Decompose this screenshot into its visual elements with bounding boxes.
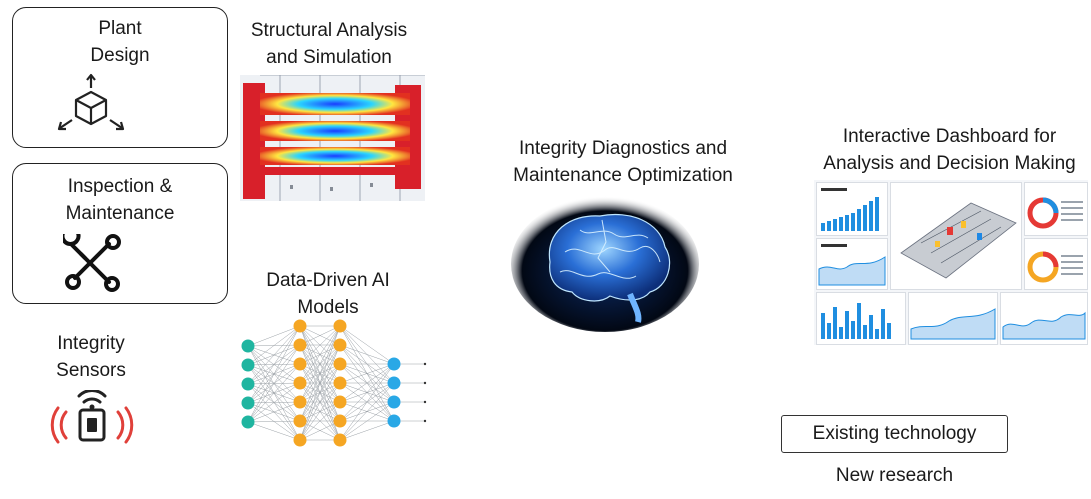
nn-edge <box>247 325 301 423</box>
nn-edge <box>299 420 341 441</box>
dashboard-screenshot <box>814 180 1088 345</box>
nn-edge <box>339 401 395 441</box>
nn-input-node <box>241 358 255 372</box>
dashboard-panel-bars-top <box>816 182 888 236</box>
nn-edge <box>299 325 341 441</box>
nn-output-node <box>387 357 401 371</box>
integrity-sensors-label: Integrity Sensors <box>14 330 168 384</box>
dashboard-panel-area-bottom-2 <box>1000 292 1088 345</box>
plant-design-line2: Design <box>90 45 150 66</box>
diagnostics-line2: Maintenance Optimization <box>513 165 733 186</box>
nn-output-dot <box>423 381 427 385</box>
dashboard-panel-area-bottom-1 <box>908 292 998 345</box>
nn-hidden-node <box>333 414 347 428</box>
sensors-line1: Integrity <box>57 333 125 354</box>
plant-design-label: Plant Design <box>12 15 228 69</box>
diagnostics-line1: Integrity Diagnostics and <box>518 138 728 159</box>
nn-output-dot <box>423 362 427 366</box>
ai-models-line1: Data-Driven AI <box>266 270 390 291</box>
nn-edge <box>247 325 301 347</box>
nn-edge <box>247 325 301 385</box>
nn-hidden-node <box>333 376 347 390</box>
nn-edge <box>247 325 301 366</box>
new-research-legend: New research <box>835 465 954 486</box>
nn-edge <box>247 401 301 423</box>
nn-edge <box>247 344 301 423</box>
nn-edge <box>339 363 395 422</box>
ai-models-line2: Models <box>297 297 359 318</box>
nn-edge <box>299 382 341 441</box>
nn-edge <box>247 363 301 423</box>
structural-line1: Structural Analysis <box>250 20 408 41</box>
nn-hidden-node <box>333 338 347 352</box>
nn-hidden-node <box>333 357 347 371</box>
nn-edge <box>299 325 341 403</box>
nn-edge <box>299 363 341 441</box>
dashboard-title: Interactive Dashboard for Analysis and D… <box>808 123 1091 177</box>
inspection-label: Inspection & Maintenance <box>12 173 228 227</box>
nn-edge <box>299 325 341 422</box>
dashboard-line2: Analysis and Decision Making <box>823 153 1076 174</box>
glowing-brain-image <box>511 196 699 332</box>
nn-edge <box>339 363 395 384</box>
neural-network-diagram <box>241 319 427 447</box>
nn-output-dot <box>423 400 427 404</box>
nn-edge <box>339 420 395 441</box>
inspection-line2: Maintenance <box>65 203 175 224</box>
nn-edge <box>299 401 341 441</box>
nn-edge <box>339 363 395 403</box>
structural-simulation-image <box>240 75 425 201</box>
ai-models-title: Data-Driven AI Models <box>228 267 428 321</box>
nn-hidden-node <box>293 395 307 409</box>
nn-edge <box>247 382 301 423</box>
nn-input-node <box>241 415 255 429</box>
wireless-sensor-icon <box>50 390 134 444</box>
cube-axes-icon <box>57 73 125 131</box>
nn-hidden-node <box>333 319 347 333</box>
nn-hidden-node <box>293 338 307 352</box>
dashboard-panel-bars-bottom <box>816 292 906 345</box>
dashboard-panel-donut-1 <box>1024 182 1088 236</box>
nn-edge <box>247 421 301 441</box>
nn-edge <box>299 325 341 346</box>
nn-hidden-node <box>293 433 307 447</box>
nn-edge <box>299 344 341 441</box>
nn-edge <box>247 325 301 404</box>
nn-input-node <box>241 339 255 353</box>
crossed-wrenches-icon <box>63 234 121 292</box>
nn-output-node <box>387 414 401 428</box>
nn-edge <box>339 325 395 365</box>
dashboard-panel-3d-plant <box>890 182 1022 290</box>
diagnostics-title: Integrity Diagnostics and Maintenance Op… <box>488 135 758 189</box>
nn-edge <box>339 382 395 441</box>
plant-design-box <box>12 7 228 148</box>
nn-edge <box>299 325 341 384</box>
structural-line2: and Simulation <box>266 47 392 68</box>
inspection-line1: Inspection & <box>67 176 173 197</box>
nn-edge <box>247 420 301 423</box>
nn-edge <box>299 325 341 365</box>
nn-hidden-node <box>333 395 347 409</box>
nn-edge <box>339 363 395 441</box>
nn-hidden-node <box>293 414 307 428</box>
dashboard-line1: Interactive Dashboard for <box>842 126 1057 147</box>
dashboard-panel-area-top <box>816 238 888 290</box>
nn-edge <box>339 344 395 365</box>
nn-output-node <box>387 395 401 409</box>
inspection-maintenance-box <box>12 163 228 304</box>
dashboard-panel-donut-2 <box>1024 238 1088 290</box>
nn-output-dot <box>423 419 427 423</box>
sensors-line2: Sensors <box>56 360 126 381</box>
existing-technology-legend: Existing technology <box>781 415 1008 453</box>
nn-hidden-node <box>293 376 307 390</box>
nn-input-node <box>241 377 255 391</box>
nn-hidden-node <box>293 357 307 371</box>
nn-hidden-node <box>293 319 307 333</box>
nn-input-node <box>241 396 255 410</box>
plant-design-line1: Plant <box>98 18 142 39</box>
structural-analysis-title: Structural Analysis and Simulation <box>226 17 432 71</box>
nn-output-node <box>387 376 401 390</box>
nn-hidden-node <box>333 433 347 447</box>
